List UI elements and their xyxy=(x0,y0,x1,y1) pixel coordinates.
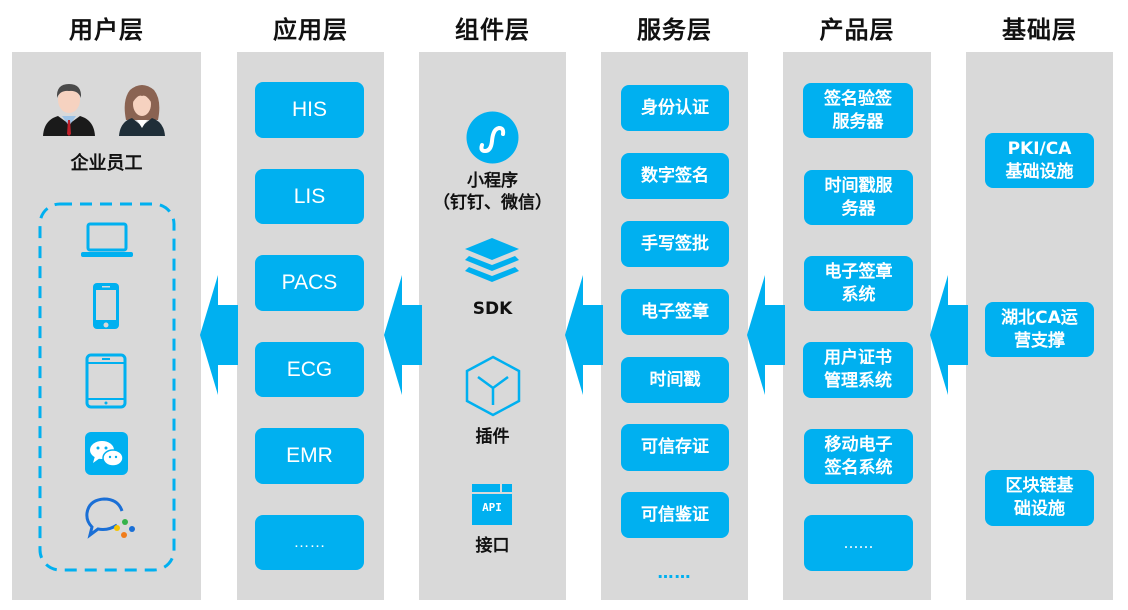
arrow-product-to-service-icon xyxy=(747,275,785,395)
product-item-timestamp-server[interactable]: 时间戳服 务器 xyxy=(804,170,913,225)
female-employee-icon xyxy=(119,85,165,136)
base-item-line: 基础设施 xyxy=(1005,161,1074,182)
product-item-seal-system[interactable]: 电子签章 系统 xyxy=(804,256,913,311)
product-item-line: 电子签章 xyxy=(824,261,893,282)
product-layer-panel xyxy=(783,52,931,600)
base-item-hubei-ca-ops[interactable]: 湖北CA运 营支撑 xyxy=(985,302,1094,357)
cube-plugin-icon xyxy=(465,355,521,417)
product-item-more[interactable]: …… xyxy=(804,515,913,571)
base-item-pki-ca[interactable]: PKI/CA 基础设施 xyxy=(985,133,1094,188)
service-item-electronic-seal[interactable]: 电子签章 xyxy=(621,289,729,335)
user-layer-title: 用户层 xyxy=(69,16,144,44)
arrow-service-to-component-icon xyxy=(565,275,603,395)
app-item-pacs[interactable]: PACS xyxy=(255,255,364,311)
service-item-identity-auth[interactable]: 身份认证 xyxy=(621,85,729,131)
sdk-label: SDK xyxy=(472,299,513,319)
api-icon-text: API xyxy=(482,501,502,514)
app-item-his[interactable]: HIS xyxy=(255,82,364,138)
laptop-icon xyxy=(81,222,133,257)
product-item-line: 签名系统 xyxy=(824,457,893,478)
service-more: …… xyxy=(657,563,692,582)
device-group-border xyxy=(38,202,176,572)
app-item-more[interactable]: …… xyxy=(255,515,364,570)
mini-program-sub-label: （钉钉、微信） xyxy=(433,193,552,213)
arrow-component-to-app-icon xyxy=(384,275,422,395)
base-item-line: 区块链基 xyxy=(1005,476,1074,496)
base-item-line: 础设施 xyxy=(1014,499,1065,519)
male-employee-icon xyxy=(43,84,95,136)
product-item-line: …… xyxy=(843,533,874,552)
service-item-timestamp[interactable]: 时间戳 xyxy=(621,357,729,403)
service-item-handwritten-approval[interactable]: 手写签批 xyxy=(621,221,729,267)
base-layer-title: 基础层 xyxy=(1002,16,1077,44)
app-layer-panel xyxy=(237,52,384,600)
product-item-signature-server[interactable]: 签名验签 服务器 xyxy=(803,83,913,138)
product-item-line: 移动电子 xyxy=(824,434,893,455)
component-layer-title: 组件层 xyxy=(455,16,530,44)
service-item-digital-signature[interactable]: 数字签名 xyxy=(621,153,729,199)
mini-program-icon xyxy=(466,111,519,164)
base-item-line: PKI/CA xyxy=(1007,138,1072,159)
service-item-trusted-verification[interactable]: 可信鉴证 xyxy=(621,492,729,538)
product-item-line: 系统 xyxy=(841,284,876,305)
arrow-app-to-user-icon xyxy=(200,275,238,395)
app-item-ecg[interactable]: ECG xyxy=(255,342,364,397)
app-item-emr[interactable]: EMR xyxy=(255,428,364,484)
mini-program-label: 小程序 xyxy=(467,171,518,191)
product-item-line: 用户证书 xyxy=(824,348,892,368)
base-item-line: 湖北CA运 xyxy=(1001,307,1078,328)
app-item-lis[interactable]: LIS xyxy=(255,169,364,224)
tablet-icon xyxy=(85,353,127,409)
app-layer-title: 应用层 xyxy=(273,16,348,44)
product-item-line: 管理系统 xyxy=(824,371,892,391)
arrow-base-to-product-icon xyxy=(930,275,968,395)
enterprise-chat-icon xyxy=(85,497,135,539)
product-item-line: 务器 xyxy=(841,198,876,219)
layers-icon xyxy=(465,238,519,282)
product-item-line: 签名验签 xyxy=(824,88,892,109)
product-item-line: 服务器 xyxy=(832,111,884,132)
base-item-line: 营支撑 xyxy=(1014,330,1065,351)
product-item-mobile-signature[interactable]: 移动电子 签名系统 xyxy=(804,429,913,484)
wechat-icon xyxy=(85,432,128,475)
product-item-line: 时间戳服 xyxy=(824,175,893,196)
service-item-trusted-deposit[interactable]: 可信存证 xyxy=(621,424,729,471)
phone-icon xyxy=(93,283,119,329)
product-layer-title: 产品层 xyxy=(819,16,895,44)
employee-label: 企业员工 xyxy=(70,153,143,174)
api-icon: API xyxy=(472,484,512,525)
plugin-label: 插件 xyxy=(475,427,510,447)
base-item-blockchain[interactable]: 区块链基 础设施 xyxy=(985,470,1094,526)
product-item-cert-management[interactable]: 用户证书 管理系统 xyxy=(803,342,913,398)
api-label: 接口 xyxy=(475,536,510,556)
service-layer-title: 服务层 xyxy=(637,16,712,44)
